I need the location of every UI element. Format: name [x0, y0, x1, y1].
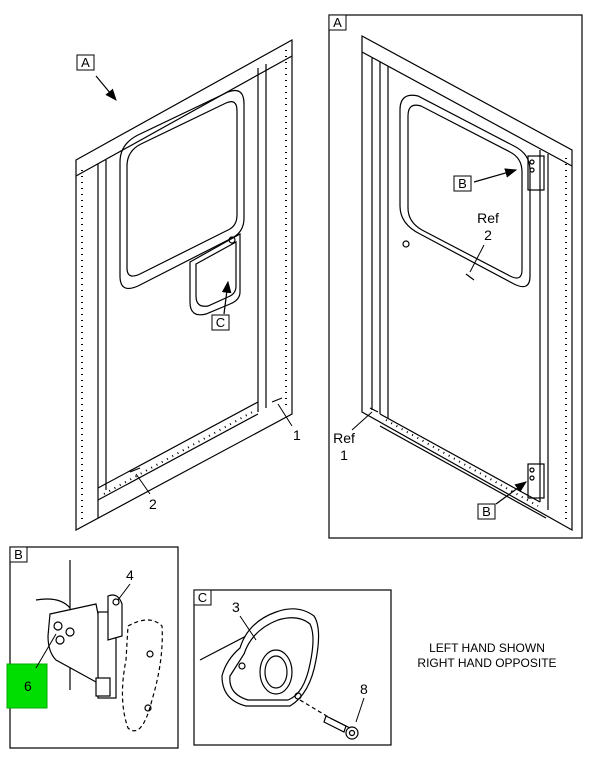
note-line-1: LEFT HAND SHOWN: [429, 641, 545, 655]
highlight-box: [6, 663, 48, 709]
callout-3: 3: [232, 599, 240, 615]
svg-text:C: C: [198, 590, 207, 605]
orientation-note: LEFT HAND SHOWN RIGHT HAND OPPOSITE: [417, 641, 556, 670]
ref-2-number: 2: [484, 227, 492, 243]
svg-text:C: C: [216, 315, 225, 330]
svg-text:A: A: [333, 15, 342, 30]
main-door-view: [75, 38, 293, 532]
main-view-label: A: [76, 54, 117, 101]
detail-a-labels: B B Ref 2 Ref 1: [333, 168, 527, 520]
callout-8: 8: [360, 681, 368, 697]
callout-2: 2: [149, 496, 157, 512]
ref-1-number: 1: [340, 447, 348, 463]
note-line-2: RIGHT HAND OPPOSITE: [417, 656, 556, 670]
main-callouts: 1 2: [135, 403, 301, 512]
svg-text:B: B: [14, 547, 23, 562]
hinge-label-bottom: B: [482, 504, 491, 519]
pocket-drawing: [199, 608, 359, 740]
detail-a-frame: A: [328, 14, 583, 539]
ref-2-word: Ref: [477, 210, 499, 226]
detail-b-callouts: 4 6: [6, 567, 134, 709]
callout-1: 1: [293, 427, 301, 443]
hinge-drawing: [35, 560, 163, 732]
callout-4: 4: [126, 567, 134, 583]
svg-text:A: A: [81, 55, 90, 70]
hinge-label-top: B: [458, 176, 467, 191]
ref-1-word: Ref: [333, 430, 355, 446]
detail-c-callouts: 3 8: [232, 599, 368, 723]
detail-a-door: [361, 34, 573, 532]
callout-6: 6: [24, 678, 32, 694]
detail-c-pointer: C: [211, 280, 232, 331]
